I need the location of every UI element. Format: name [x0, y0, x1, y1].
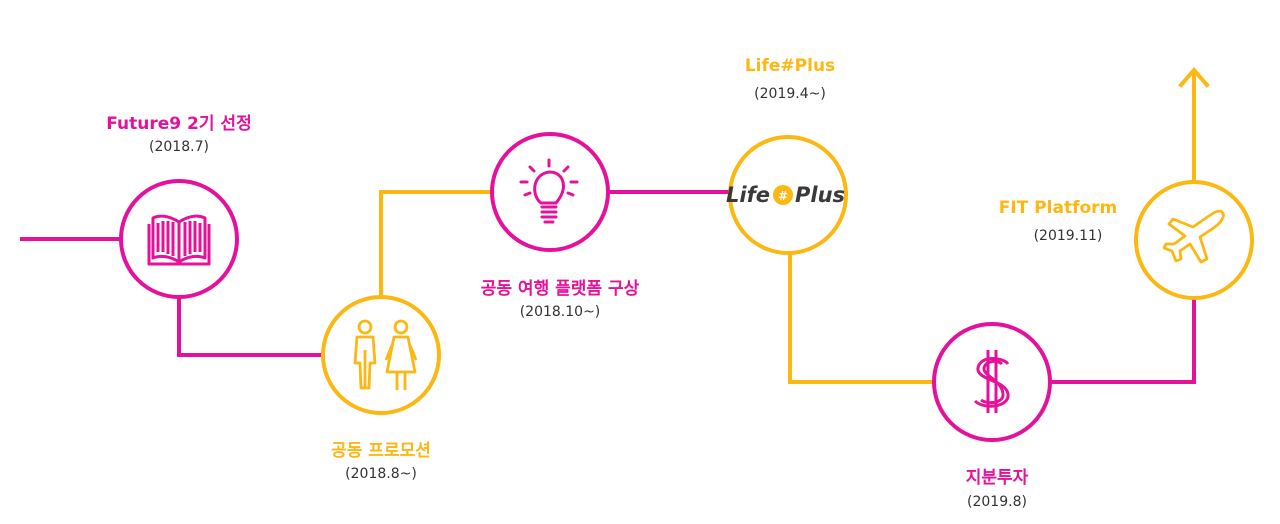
lightbulb-icon: [519, 158, 579, 224]
milestone-2-date: (2018.8~): [345, 466, 417, 482]
milestone-3-date: (2018.10~): [519, 304, 601, 320]
milestone-2-title: 공동 프로모션: [331, 441, 431, 461]
connector-2-3: [379, 190, 493, 298]
svg-text:Plus: Plus: [795, 183, 845, 207]
dollar-icon: [973, 350, 1010, 413]
milestone-4-title: Life#Plus: [744, 56, 836, 76]
people-icon: [353, 319, 418, 390]
milestone-4-date: (2019.4~): [754, 86, 826, 102]
arrow-head: [1178, 66, 1210, 88]
milestone-1-title: Future9 2기 선정: [106, 114, 252, 134]
node-circle-3: [490, 132, 610, 252]
milestone-3-title: 공동 여행 플랫폼 구상: [480, 279, 640, 299]
airplane-icon: [1162, 209, 1225, 264]
svg-text:#: #: [778, 189, 788, 203]
node-circle-6: [1134, 180, 1254, 300]
connector-1-2: [177, 296, 324, 357]
milestone-1-date: (2018.7): [149, 139, 209, 155]
book-icon: [147, 214, 211, 266]
connector-5-6: [1049, 297, 1196, 384]
milestone-6-title: FIT Platform: [998, 198, 1118, 218]
milestone-5-title: 지분투자: [965, 468, 1029, 488]
svg-text:Life: Life: [726, 183, 770, 207]
lifeplus-logo: Life # Plus: [726, 183, 845, 207]
connector-4-5: [788, 252, 935, 384]
node-circle-2: [321, 295, 441, 415]
milestone-5-date: (2019.8): [967, 494, 1027, 510]
milestone-6-date: (2019.11): [1033, 228, 1103, 244]
